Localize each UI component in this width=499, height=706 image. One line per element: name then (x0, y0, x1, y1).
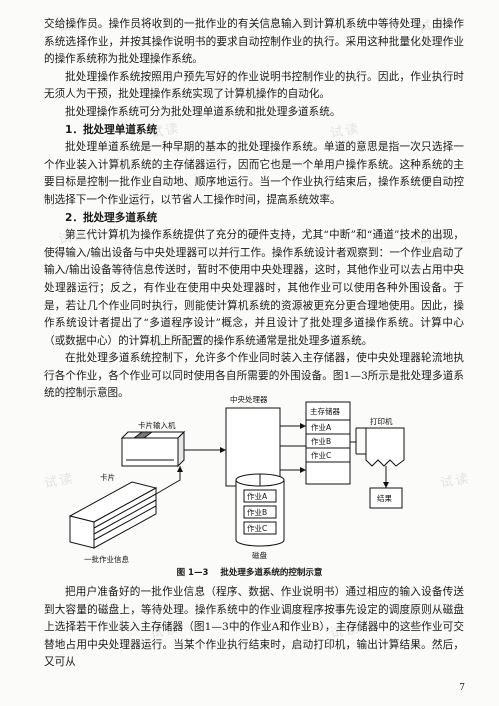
paragraph: 交给操作员。操作员将收到的一批作业的有关信息输入到计算机系统中等待处理，由操作系… (44, 18, 464, 66)
printer (355, 427, 405, 467)
memory-label: 主存储器 (310, 406, 340, 416)
paragraph: 在批处理多道系统控制下，允许多个作业同时装入主存储器，使中央处理器轮流地执行各个… (44, 352, 464, 400)
card-deck (68, 481, 158, 549)
caption-number: 图 1—3 (176, 568, 209, 578)
body-text-bottom: 把用户准备好的一批作业信息（程序、数据、作业说明书）通过相应的输入设备传送到大容… (44, 584, 464, 672)
disk (235, 473, 285, 547)
job-info-label: 一批作业信息 (84, 554, 129, 564)
disk-job-b: 作业B (247, 507, 267, 517)
disk-label: 磁盘 (252, 550, 267, 560)
figure-caption: 图 1—3 批处理多道系统的控制示意 (0, 566, 499, 578)
paragraph: 第三代计算机为操作系统提供了充分的硬件支持，尤其“中断”和“通道”技术的出现，使… (44, 229, 464, 347)
card-reader-label: 卡片输入机 (138, 420, 176, 430)
paragraph: 批处理操作系统按照用户预先写好的作业说明书控制作业的执行。因此，作业执行时无须人… (44, 70, 464, 101)
memory-job-a: 作业A (311, 422, 332, 432)
disk-job-a: 作业A (247, 491, 268, 501)
body-text-top: 交给操作员。操作员将收到的一批作业的有关信息输入到计算机系统中等待处理，由操作系… (44, 16, 464, 403)
paragraph: 批处理单道系统是一种早期的基本的批处理操作系统。单道的意思是指一次只选择一个作业… (44, 141, 464, 206)
paragraph: 批处理操作系统可分为批处理单道系统和批处理多道系统。 (65, 105, 341, 118)
result-label: 结果 (377, 493, 392, 503)
main-memory (305, 401, 351, 485)
printer-label: 打印机 (370, 416, 393, 426)
cpu-box (225, 407, 281, 487)
watermark: 试读 (439, 471, 472, 492)
cpu-label: 中央处理器 (230, 394, 268, 404)
disk-job-c: 作业C (247, 523, 267, 533)
memory-job-b: 作业B (311, 436, 331, 446)
memory-job-c: 作业C (311, 450, 331, 460)
card-reader (120, 430, 186, 468)
section-heading: 2．批处理多道系统 (65, 211, 158, 224)
paragraph: 把用户准备好的一批作业信息（程序、数据、作业说明书）通过相应的输入设备传送到大容… (44, 586, 464, 669)
section-heading: 1．批处理单道系统 (65, 123, 158, 136)
card-label: 卡片 (100, 472, 115, 482)
caption-text: 批处理多道系统的控制示意 (220, 568, 323, 578)
page-number: 7 (459, 683, 465, 693)
batch-multiprogramming-diagram: 中央处理器 主存储器 作业A 作业B 作业C 卡片输入机 卡片 打印机 结果 作… (68, 394, 405, 564)
